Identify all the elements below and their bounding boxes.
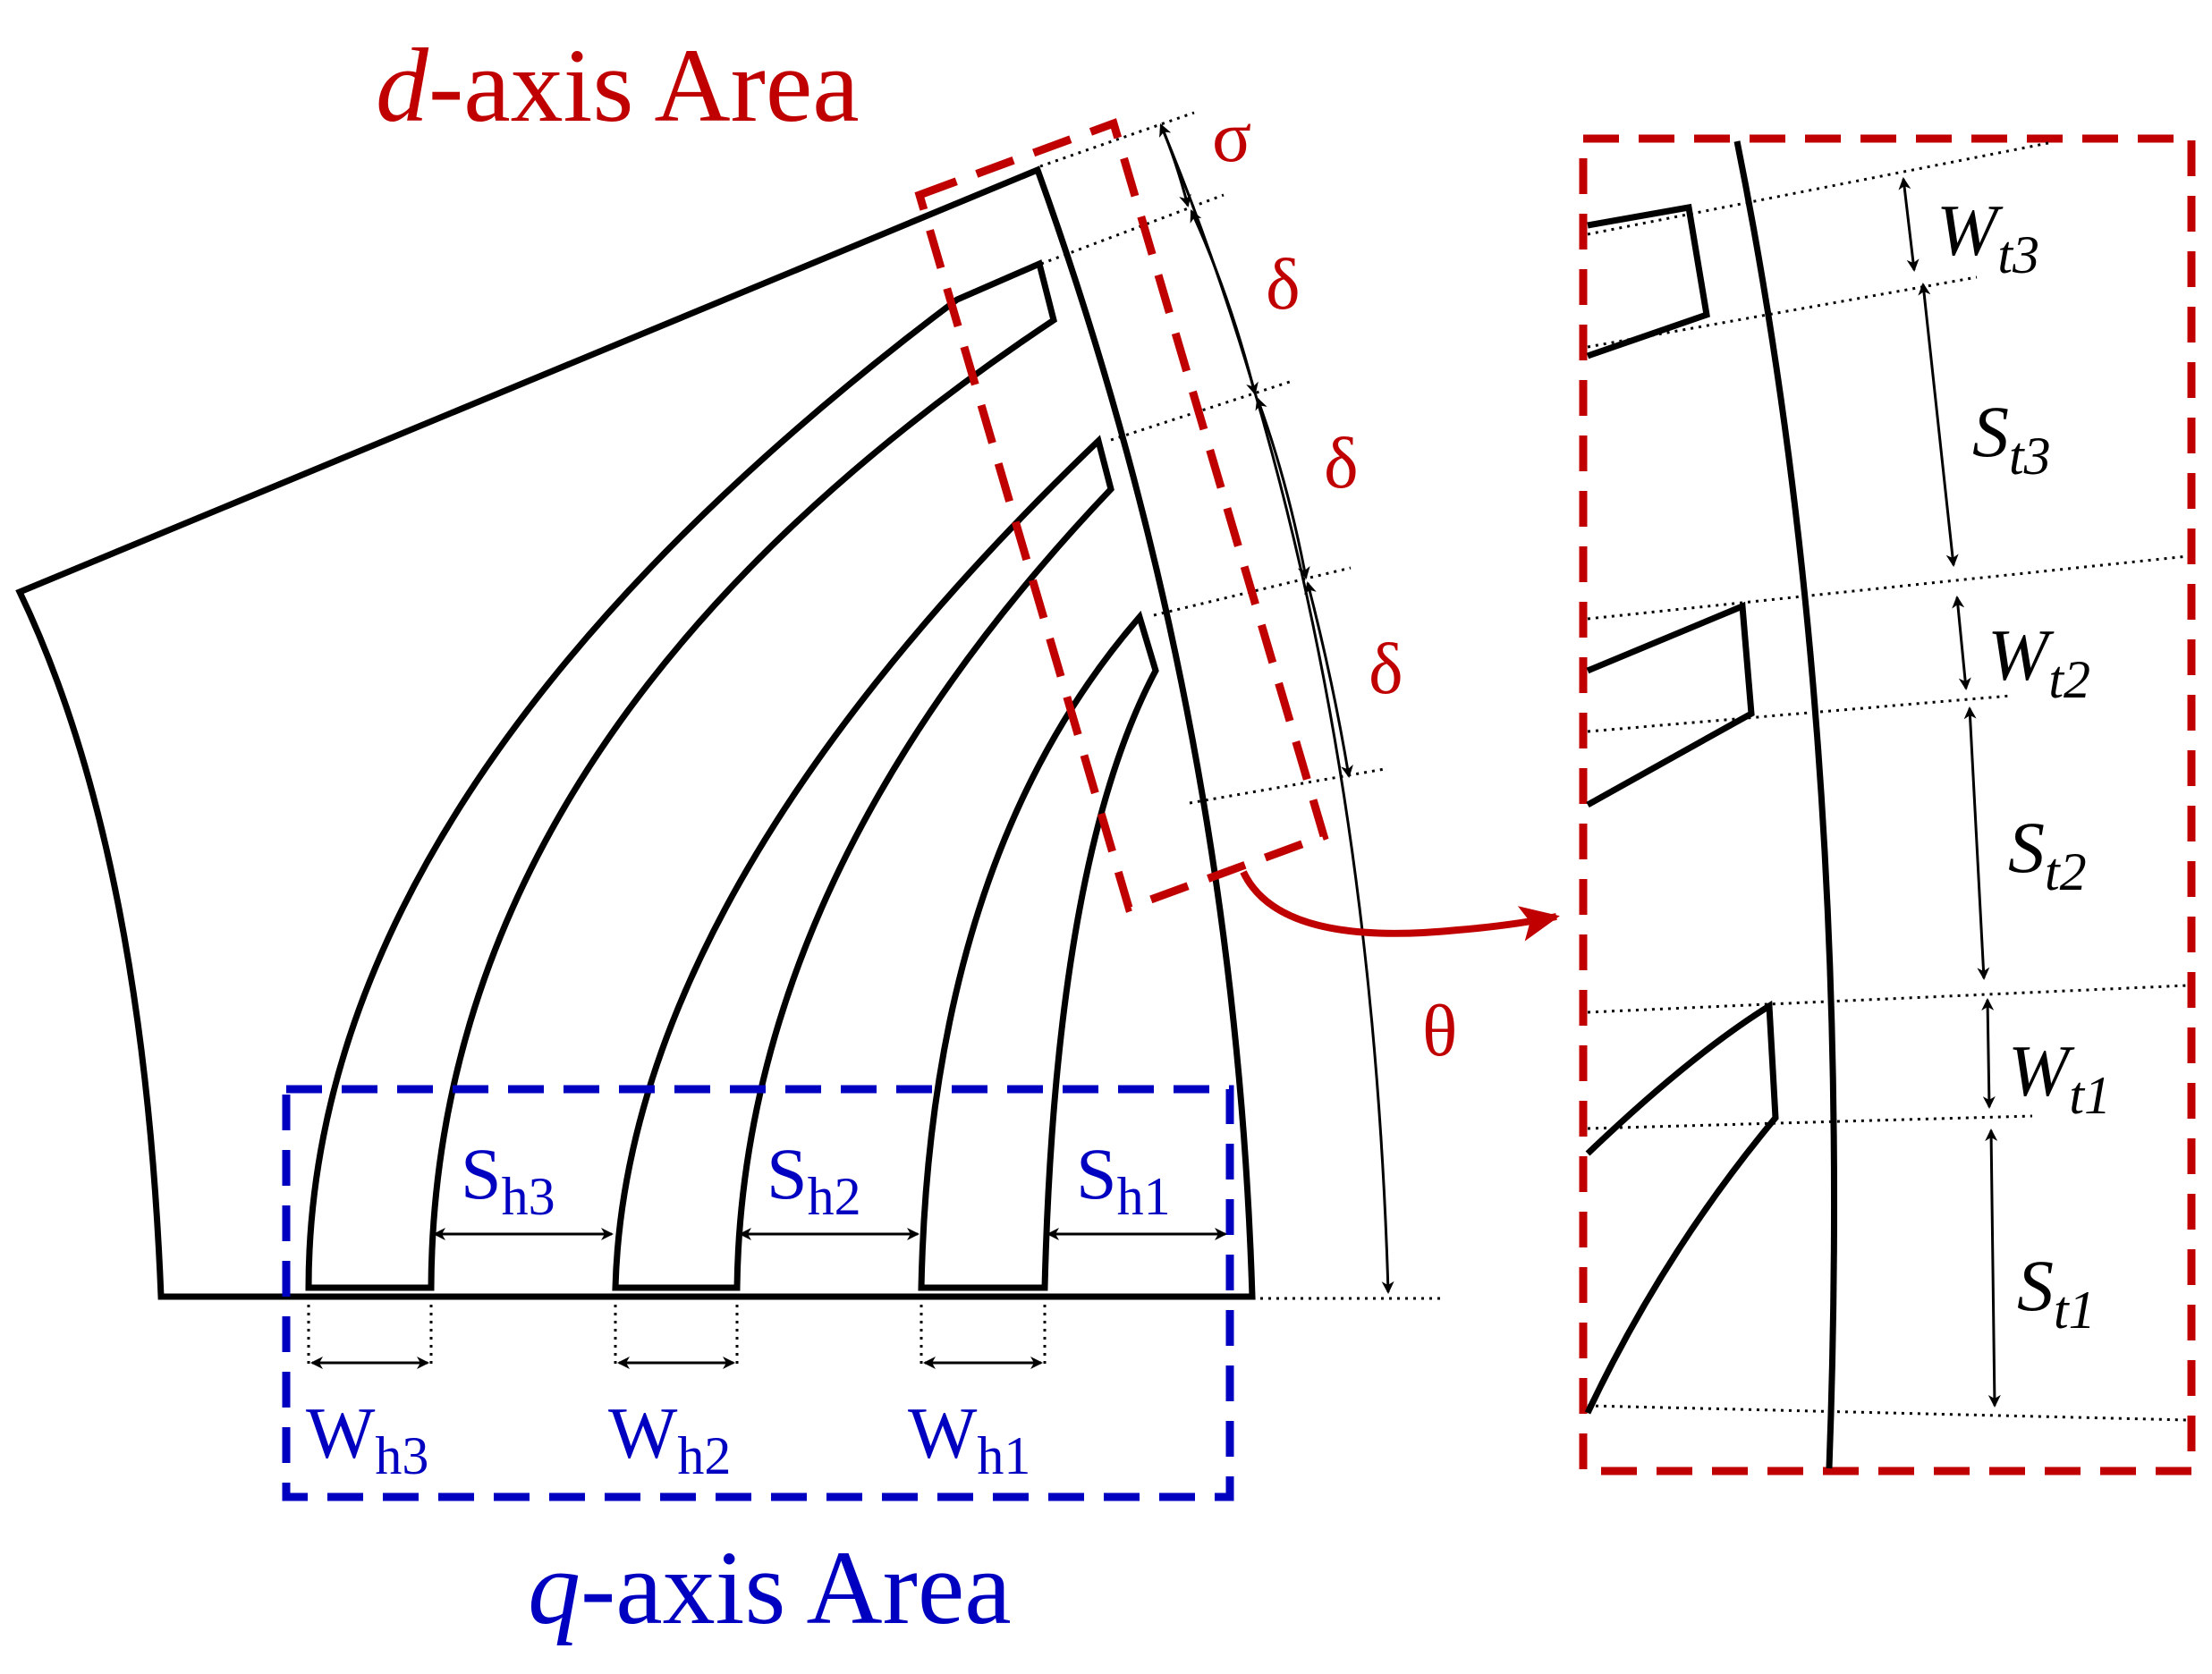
detail-guide-w-t3-top (1587, 141, 2049, 236)
q-axis-title-rest: -axis Area (581, 1529, 1012, 1646)
detail-guide-s-t2-bottom (1587, 984, 2189, 1014)
detail-rotor-surface (1733, 140, 1838, 1469)
q-axis-title-italic: q (528, 1529, 581, 1646)
detail-guide-w-t2-bottom (1587, 694, 2012, 733)
w-t3-label: Wt3 (1937, 190, 2039, 284)
w-t3-dimension-arrow (1898, 177, 1920, 272)
s-t1-dimension-arrow (1985, 1129, 2001, 1408)
sigma-label: σ (1212, 96, 1251, 177)
s-t2-dimension-arrow (1963, 706, 1990, 980)
detail-guide-w-t3-bottom (1587, 275, 1978, 349)
q-axis-title: q-axis Area (528, 1529, 1012, 1646)
delta-label-1: δ (1266, 243, 1301, 325)
delta-dimension-arrow-3 (1304, 581, 1353, 778)
delta-dimension-arrow-1 (1190, 209, 1259, 395)
detail-connector-arrow (1240, 870, 1560, 942)
detail-guide-s-t3-bottom (1587, 554, 2189, 621)
w-h2-label: Wh2 (608, 1392, 731, 1485)
s-h2-label: Sh2 (767, 1133, 861, 1226)
w-t1-label: Wt1 (2008, 1030, 2111, 1125)
d-axis-area-box (914, 118, 1329, 913)
delta-label-2: δ (1324, 422, 1359, 503)
d-axis-title-rest: -axis Area (428, 27, 860, 144)
delta-guide-3 (1189, 767, 1386, 805)
q-axis-area-box (282, 1085, 1234, 1501)
s-t3-dimension-arrow (1918, 283, 1959, 567)
theta-label: θ (1422, 990, 1457, 1071)
detail-area-box (1579, 134, 2196, 1475)
flux-barrier-1 (918, 610, 1159, 1291)
flux-barrier-2 (612, 435, 1114, 1291)
w-h1-label: Wh1 (908, 1392, 1030, 1485)
w-t1-dimension-arrow (1981, 998, 1996, 1109)
w-t2-label: Wt2 (1987, 614, 2090, 709)
theta-dimension-arrow (1159, 123, 1394, 1294)
s-t3-label: St3 (1972, 391, 2051, 486)
w-t2-dimension-arrow (1952, 596, 1971, 690)
d-axis-title-italic: d (376, 27, 429, 144)
s-t2-label: St2 (2008, 807, 2087, 901)
flux-barrier-3 (305, 259, 1058, 1291)
detail-guide-s-t1-bottom (1587, 1404, 2189, 1422)
s-h3-label: Sh3 (461, 1133, 555, 1226)
detail-barrier-1-tip (1584, 1000, 1779, 1415)
delta-label-3: δ (1369, 628, 1403, 709)
sigma-outer-guide (1039, 111, 1195, 168)
s-h1-label: Sh1 (1076, 1133, 1171, 1226)
w-h3-label: Wh3 (306, 1392, 428, 1485)
detail-guide-w-t1-bottom (1587, 1114, 2033, 1130)
d-axis-title: d-axis Area (376, 27, 860, 144)
detail-barrier-2-tip (1586, 601, 1755, 808)
detail-barrier-3-tip (1586, 203, 1710, 359)
s-t1-label: St1 (2017, 1245, 2096, 1340)
